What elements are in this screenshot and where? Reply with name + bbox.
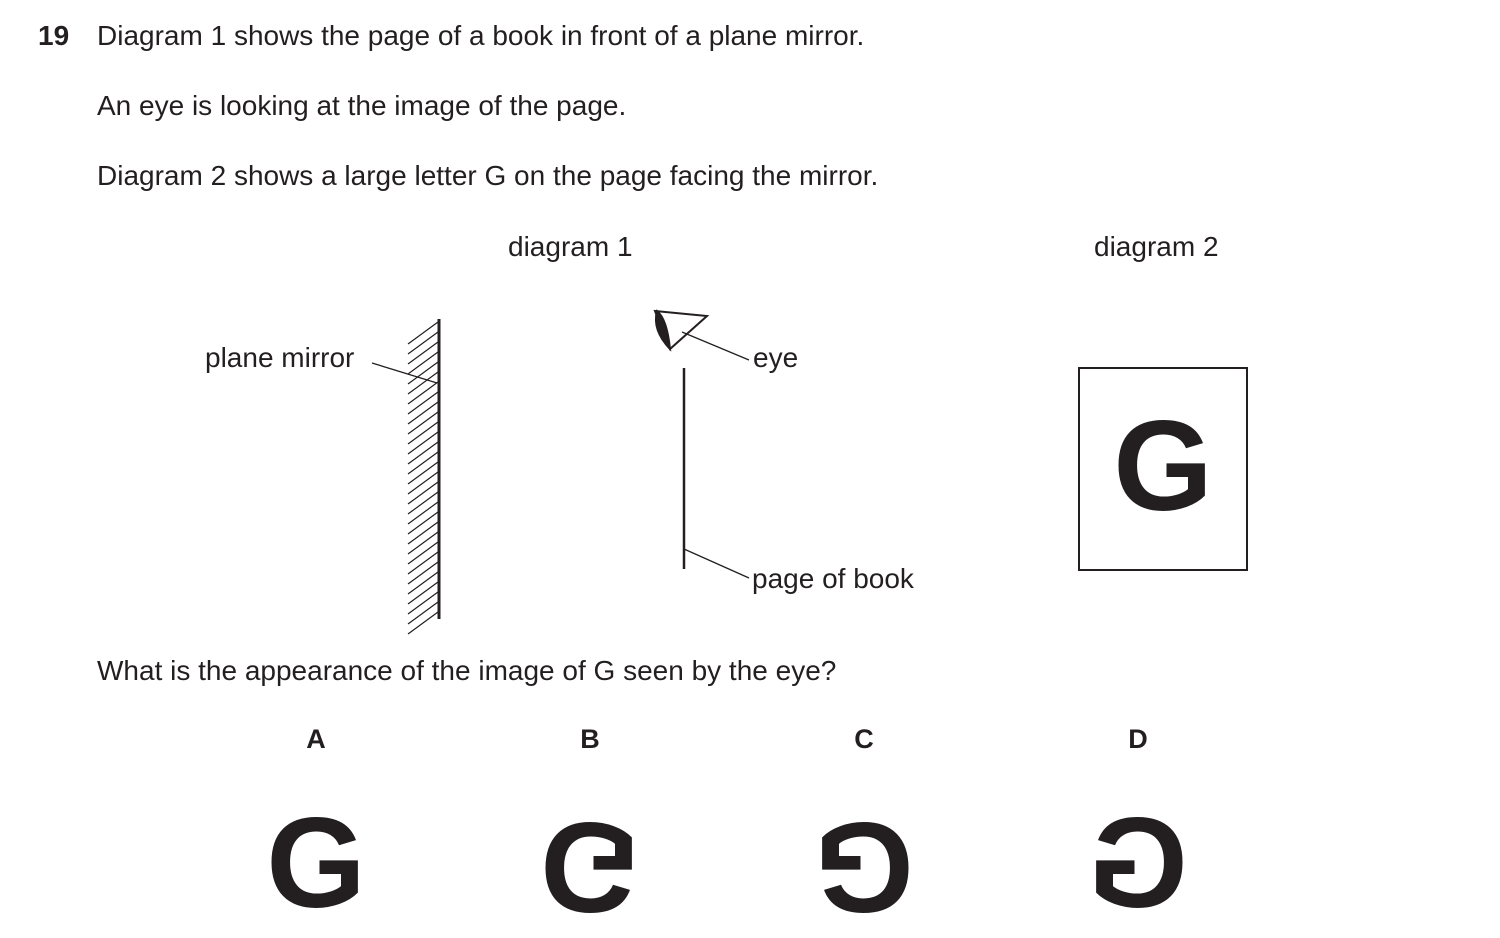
mirror-hatching-icon	[407, 321, 439, 635]
question-number: 19	[38, 20, 70, 51]
eye-leader-line	[681, 331, 750, 361]
option-b-label[interactable]: B	[580, 724, 600, 754]
option-d-glyph[interactable]: G	[1088, 792, 1188, 935]
option-d-label[interactable]: D	[1128, 724, 1148, 754]
page-leader-line	[683, 548, 750, 579]
mirror-hatch-line	[407, 501, 439, 525]
mirror-hatch-line	[407, 481, 439, 505]
label-eye: eye	[753, 342, 799, 373]
mirror-hatch-line	[407, 601, 439, 625]
option-c-label[interactable]: C	[854, 724, 874, 754]
mirror-hatch-line	[407, 521, 439, 545]
mirror-hatch-line	[407, 361, 439, 385]
mirror-hatch-line	[407, 611, 439, 635]
option-c-glyph[interactable]: G	[814, 795, 914, 938]
eye-icon	[653, 309, 710, 352]
question-text-line-1: Diagram 1 shows the page of a book in fr…	[97, 20, 865, 51]
label-page-of-book: page of book	[752, 563, 914, 594]
label-plane-mirror: plane mirror	[205, 342, 355, 373]
diagram-2-page: G	[1078, 367, 1248, 571]
mirror-hatch-line	[407, 421, 439, 445]
mirror-hatch-line	[407, 441, 439, 465]
mirror-hatch-line	[407, 381, 439, 405]
mirror-hatch-line	[407, 511, 439, 535]
mirror-hatch-line	[407, 321, 439, 345]
question-prompt: What is the appearance of the image of G…	[97, 655, 837, 686]
mirror-hatch-line	[407, 391, 439, 415]
diagram-1-title: diagram 1	[508, 231, 633, 262]
question-text-line-2: An eye is looking at the image of the pa…	[97, 90, 627, 121]
mirror-hatch-line	[407, 561, 439, 585]
mirror-hatch-line	[407, 551, 439, 575]
mirror-hatch-line	[407, 371, 439, 395]
mirror-hatch-line	[407, 571, 439, 595]
mirror-hatch-line	[407, 431, 439, 455]
mirror-hatch-line	[407, 401, 439, 425]
mirror-hatch-line	[407, 591, 439, 615]
mirror-hatch-line	[407, 331, 439, 355]
mirror-hatch-line	[407, 451, 439, 475]
diagram-2-title: diagram 2	[1094, 231, 1219, 262]
mirror-hatch-line	[407, 581, 439, 605]
mirror-hatch-line	[407, 541, 439, 565]
mirror-hatch-line	[407, 341, 439, 365]
mirror-hatch-line	[407, 351, 439, 375]
option-a-label[interactable]: A	[306, 724, 326, 754]
question-text-line-3: Diagram 2 shows a large letter G on the …	[97, 160, 879, 191]
plane-mirror	[407, 319, 441, 635]
mirror-leader-line	[371, 362, 438, 384]
mirror-hatch-line	[407, 411, 439, 435]
mirror-hatch-line	[407, 471, 439, 495]
mirror-hatch-line	[407, 461, 439, 485]
mirror-hatch-line	[407, 491, 439, 515]
mirror-hatch-line	[407, 531, 439, 555]
option-a-glyph[interactable]: G	[266, 792, 366, 935]
diagram-2-letter: G	[1113, 395, 1213, 538]
option-b-glyph[interactable]: G	[540, 795, 640, 938]
